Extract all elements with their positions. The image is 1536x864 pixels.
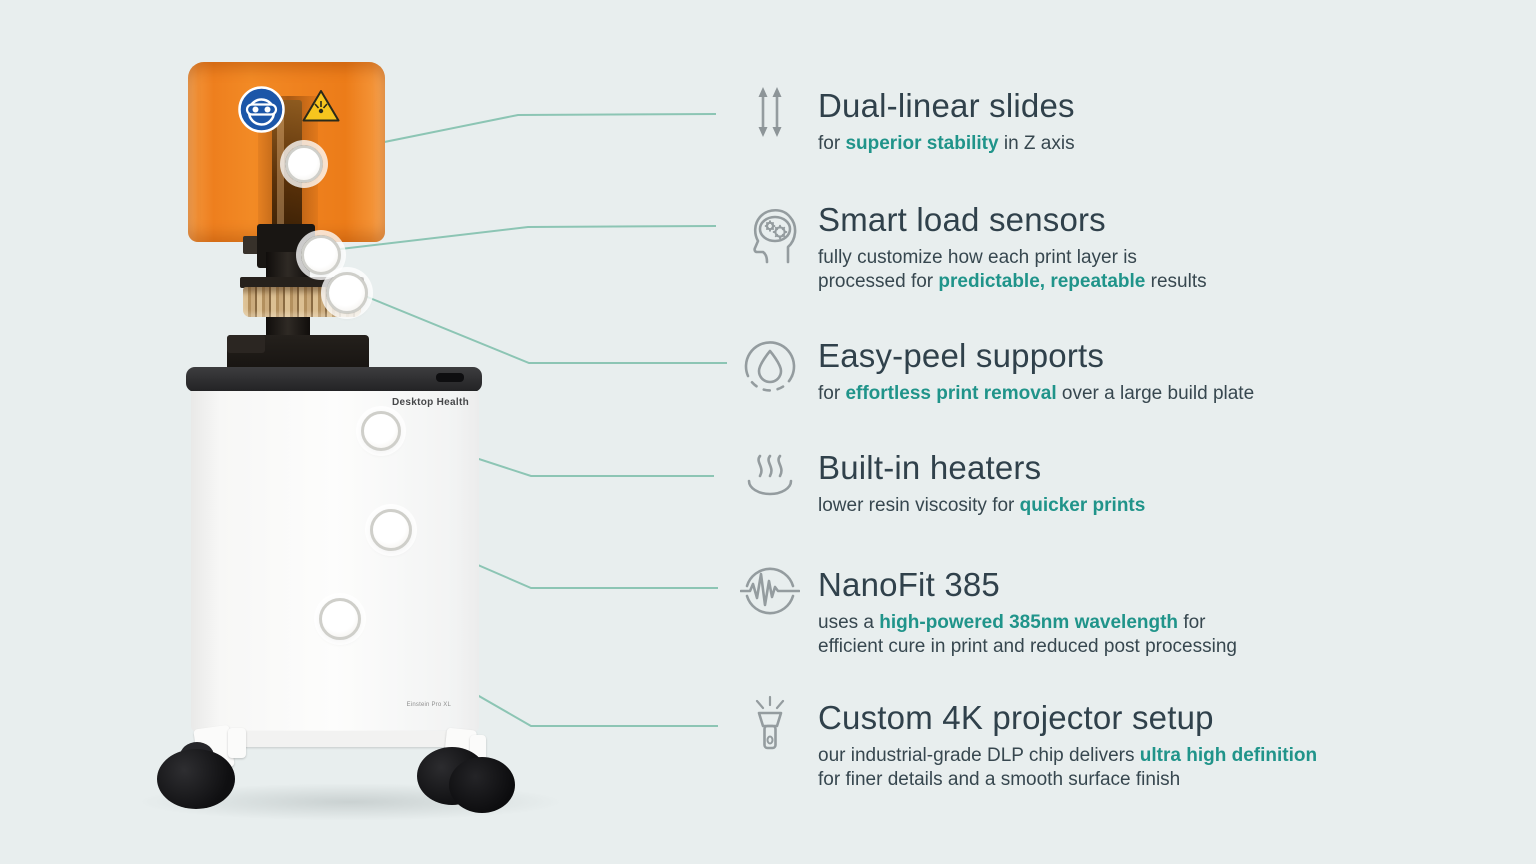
feature-smart-load-sensors: Smart load sensors fully customize how e… xyxy=(738,201,1518,294)
caster-wheel-left xyxy=(157,749,235,809)
caster-fork-mid xyxy=(228,728,246,758)
head-with-gears-icon xyxy=(738,203,802,269)
flashlight-icon xyxy=(738,693,802,759)
callout-line-easy-peel-supports xyxy=(359,293,727,364)
callout-marker-easy-peel-supports xyxy=(326,272,368,314)
callout-marker-smart-load-sensors xyxy=(301,235,341,275)
uv-warning-triangle-icon xyxy=(302,90,340,122)
feature-title: Smart load sensors xyxy=(818,201,1106,238)
build-platform-plate xyxy=(240,277,364,288)
z-axis-column-highlight xyxy=(277,104,284,236)
callout-marker-built-in-heaters xyxy=(361,411,401,451)
heat-waves-icon xyxy=(738,450,802,516)
feature-dual-linear-slides: Dual-linear slides for superior stabilit… xyxy=(738,87,1518,156)
feature-description: our industrial-grade DLP chip delivers u… xyxy=(818,745,1318,791)
callout-marker-dual-linear-slides xyxy=(285,145,323,183)
feature-title: Dual-linear slides xyxy=(818,87,1075,124)
bezel-notch xyxy=(436,373,464,382)
feature-title: NanoFit 385 xyxy=(818,566,1000,603)
callout-marker-custom-4k-projector xyxy=(319,598,361,640)
droplet-in-circle-icon xyxy=(738,335,802,401)
dual-vertical-arrows-icon xyxy=(738,84,802,150)
feature-built-in-heaters: Built-in heaters lower resin viscosity f… xyxy=(738,449,1518,518)
feature-title: Custom 4K projector setup xyxy=(818,699,1214,736)
feature-description: for effortless print removal over a larg… xyxy=(818,383,1255,405)
feature-description: for superior stability in Z axis xyxy=(818,133,1075,155)
carriage-side-tab xyxy=(243,236,259,254)
z-stage-step xyxy=(227,335,265,353)
feature-title: Built-in heaters xyxy=(818,449,1042,486)
feature-title: Easy-peel supports xyxy=(818,337,1105,374)
callout-marker-nanofit-385 xyxy=(370,509,412,551)
printer-body xyxy=(191,391,479,732)
callout-line-smart-load-sensors xyxy=(331,225,717,251)
feature-easy-peel-supports: Easy-peel supports for effortless print … xyxy=(738,335,1518,406)
feature-description: uses a high-powered 385nm wavelength for… xyxy=(818,612,1237,658)
brand-logo-text: Desktop Health xyxy=(392,397,469,408)
feature-custom-4k-projector: Custom 4K projector setup our industrial… xyxy=(738,695,1518,792)
printer-top-bezel xyxy=(186,367,482,392)
eye-protection-sticker-icon xyxy=(238,86,285,133)
caster-wheel-right-front xyxy=(449,757,515,813)
caster-base xyxy=(205,731,465,747)
feature-description: lower resin viscosity for quicker prints xyxy=(818,495,1146,517)
waveform-in-circle-icon xyxy=(738,561,802,627)
model-name-text: Einstein Pro XL xyxy=(406,702,451,708)
feature-nanofit-385: NanoFit 385 uses a high-powered 385nm wa… xyxy=(738,566,1518,659)
